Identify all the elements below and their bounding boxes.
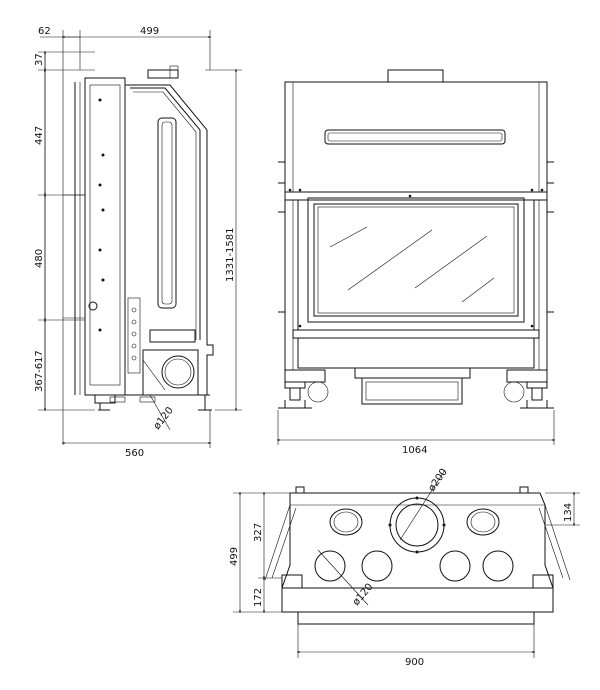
side-dim-h1: 447 bbox=[34, 126, 45, 145]
top-dim-duct-dia: ø120 bbox=[351, 582, 376, 608]
side-dim-top-gap: 37 bbox=[34, 53, 45, 66]
front-dim-width: 1064 bbox=[402, 445, 427, 456]
top-dim-rear-depth: 327 bbox=[253, 523, 264, 542]
top-view: ø200 ø120 499 327 172 134 900 bbox=[229, 467, 580, 668]
side-dim-h2: 480 bbox=[34, 249, 45, 268]
top-dim-flue-offset: 134 bbox=[563, 503, 574, 522]
top-dim-depth: 499 bbox=[229, 547, 240, 566]
top-dim-flue-dia: ø200 bbox=[426, 467, 449, 494]
top-dim-width: 900 bbox=[405, 657, 424, 668]
side-dim-base-width: 560 bbox=[125, 448, 144, 459]
side-dim-h3: 367-617 bbox=[34, 350, 45, 392]
top-dim-front-depth: 172 bbox=[253, 588, 264, 607]
side-dim-top-width: 499 bbox=[140, 26, 159, 37]
side-dim-duct-dia: ø120 bbox=[152, 405, 176, 432]
front-view: 1064 bbox=[276, 69, 556, 456]
side-dim-total-height: 1331-1581 bbox=[225, 227, 236, 282]
side-dim-top-offset: 62 bbox=[38, 26, 51, 37]
side-view: 62 499 37 447 480 367-617 1331-1581 560 bbox=[34, 26, 242, 459]
